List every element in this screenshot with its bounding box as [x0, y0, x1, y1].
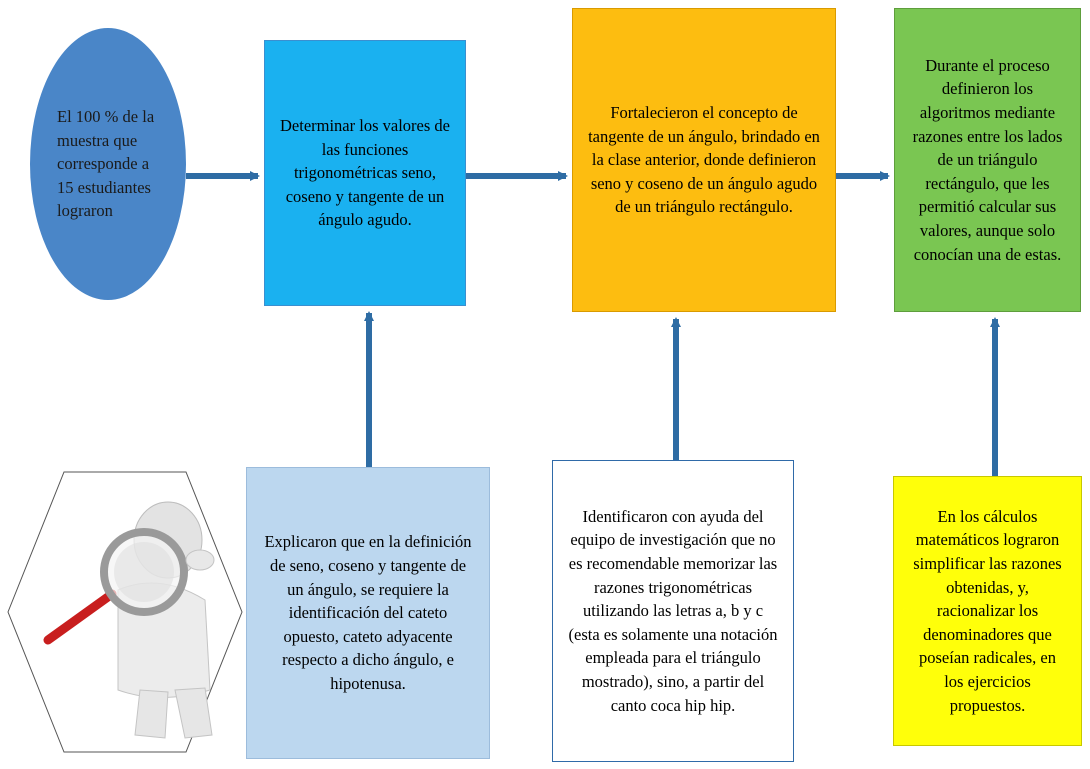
box-identificaron-text: Identificaron con ayuda del equipo de in…: [568, 506, 778, 715]
box-calculos: En los cálculos matemáticos lograron sim…: [893, 476, 1082, 746]
box-durante-text: Durante el proceso definieron los algori…: [912, 55, 1063, 264]
box-determinar-text: Determinar los valores de las funciones …: [280, 116, 450, 230]
box-determinar: Determinar los valores de las funciones …: [264, 40, 466, 306]
box-explicaron: Explicaron que en la definición de seno,…: [246, 467, 490, 759]
summary-oval-text: El 100 % de la muestra que corresponde a…: [57, 107, 155, 221]
box-calculos-text: En los cálculos matemáticos lograron sim…: [913, 506, 1062, 715]
box-fortalecieron: Fortalecieron el concepto de tangente de…: [572, 8, 836, 312]
box-identificaron: Identificaron con ayuda del equipo de in…: [552, 460, 794, 762]
box-durante: Durante el proceso definieron los algori…: [894, 8, 1081, 312]
summary-oval: El 100 % de la muestra que corresponde a…: [30, 28, 186, 300]
box-fortalecieron-text: Fortalecieron el concepto de tangente de…: [588, 103, 820, 217]
person-with-magnifying-glass-icon: [7, 471, 243, 753]
box-explicaron-text: Explicaron que en la definición de seno,…: [264, 532, 472, 693]
